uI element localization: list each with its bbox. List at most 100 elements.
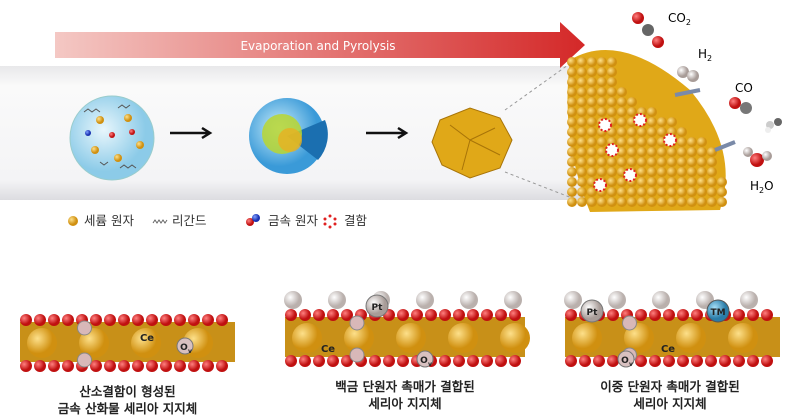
caption-line: 백금 단원자 촉매가 결합된 — [335, 379, 475, 394]
defect-site — [623, 168, 637, 182]
surface-atom — [607, 157, 617, 167]
surface-atom — [577, 137, 587, 147]
surface-atom — [597, 77, 607, 87]
precursor-droplet — [69, 95, 155, 181]
surface-atom — [567, 147, 577, 157]
surface-atom — [587, 147, 597, 157]
support-panel-2 — [284, 291, 530, 367]
surface-atom — [717, 187, 727, 197]
surface-atom — [617, 97, 627, 107]
ceria-atom-icon — [68, 216, 78, 226]
surface-atom — [587, 167, 597, 177]
surface-atom — [587, 87, 597, 97]
ce-atom — [27, 328, 57, 358]
caption-line: 이중 단원자 촉매가 결합된 — [600, 379, 740, 394]
oxygen-vacancy — [77, 352, 92, 368]
surface-atom — [577, 127, 587, 137]
surface-atom — [627, 137, 637, 147]
oxygen-vacancy — [77, 320, 92, 336]
defect-site — [605, 143, 619, 157]
surface-atom — [577, 107, 587, 117]
ce-atom — [292, 323, 322, 353]
ce-atom — [728, 323, 758, 353]
surface-atom — [567, 187, 577, 197]
ce-atom — [624, 323, 654, 353]
surface-atom — [677, 187, 687, 197]
surface-atom — [637, 197, 647, 207]
surface-atom — [687, 197, 697, 207]
atom-label: v — [428, 361, 432, 368]
surface-atom — [597, 107, 607, 117]
surface-atom — [617, 187, 627, 197]
zoom-lines — [504, 59, 591, 206]
surface-atom — [717, 177, 727, 187]
atom-label: O — [621, 356, 629, 366]
surface-atom — [597, 97, 607, 107]
surface-atom — [607, 107, 617, 117]
caption-line: 금속 산화물 세리아 지지체 — [57, 401, 198, 416]
surface-atom — [577, 67, 587, 77]
co2-label: CO2 — [668, 11, 691, 27]
surface-atom — [627, 197, 637, 207]
surface-atom — [597, 87, 607, 97]
ligand-icon — [152, 219, 168, 224]
surface-atom — [707, 167, 717, 177]
surface-atom — [617, 147, 627, 157]
h2o-label: H2O — [750, 179, 774, 195]
surface-atom — [587, 197, 597, 207]
surface-atom — [647, 187, 657, 197]
surface-atom — [707, 147, 717, 157]
surface-atom — [667, 147, 677, 157]
surface-atom — [607, 77, 617, 87]
defect-site — [593, 178, 607, 192]
surface-atom — [697, 137, 707, 147]
surface-atom — [657, 167, 667, 177]
surface-atom — [577, 57, 587, 67]
surface-atom — [647, 137, 657, 147]
gas-molecules: CO2 H2 CO H2O — [632, 11, 782, 195]
surface-atom — [707, 187, 717, 197]
surface-atom — [567, 87, 577, 97]
surface-atom — [617, 107, 627, 117]
surface-atom — [577, 87, 587, 97]
surface-atom — [687, 137, 697, 147]
support-panel-1 — [20, 314, 235, 372]
surface-atom — [597, 57, 607, 67]
legend-label-defect: 결함 — [344, 213, 368, 228]
surface-atom — [677, 177, 687, 187]
surface-atom — [567, 77, 577, 87]
surface-atom — [647, 167, 657, 177]
surface-atom — [677, 127, 687, 137]
surface-atom — [567, 107, 577, 117]
surface-atom — [607, 187, 617, 197]
ce-atom — [396, 323, 426, 353]
caption-line: 세리아 지지체 — [633, 396, 707, 411]
atom-label: v — [629, 361, 633, 368]
surface-atom — [697, 187, 707, 197]
surface-atom — [607, 57, 617, 67]
atom-label: TM — [710, 308, 725, 318]
surface-atom — [677, 167, 687, 177]
surface-atom — [567, 137, 577, 147]
surface-atom — [627, 107, 637, 117]
support-panel-3 — [564, 291, 780, 367]
process-arrow — [55, 22, 585, 68]
surface-atom — [637, 147, 647, 157]
surface-atom — [627, 147, 637, 157]
surface-atom — [577, 197, 587, 207]
surface-atom — [677, 157, 687, 167]
surface-atom — [627, 127, 637, 137]
surface-atom — [687, 187, 697, 197]
surface-atom — [697, 177, 707, 187]
surface-atom — [567, 67, 577, 77]
surface-atom — [567, 177, 577, 187]
surface-atom — [567, 117, 577, 127]
surface-atom — [717, 197, 727, 207]
surface-atom — [567, 97, 577, 107]
surface-atom — [697, 197, 707, 207]
defect-site — [598, 118, 612, 132]
atom-label: Ce — [321, 344, 335, 355]
surface-atom — [627, 157, 637, 167]
surface-atom — [657, 187, 667, 197]
